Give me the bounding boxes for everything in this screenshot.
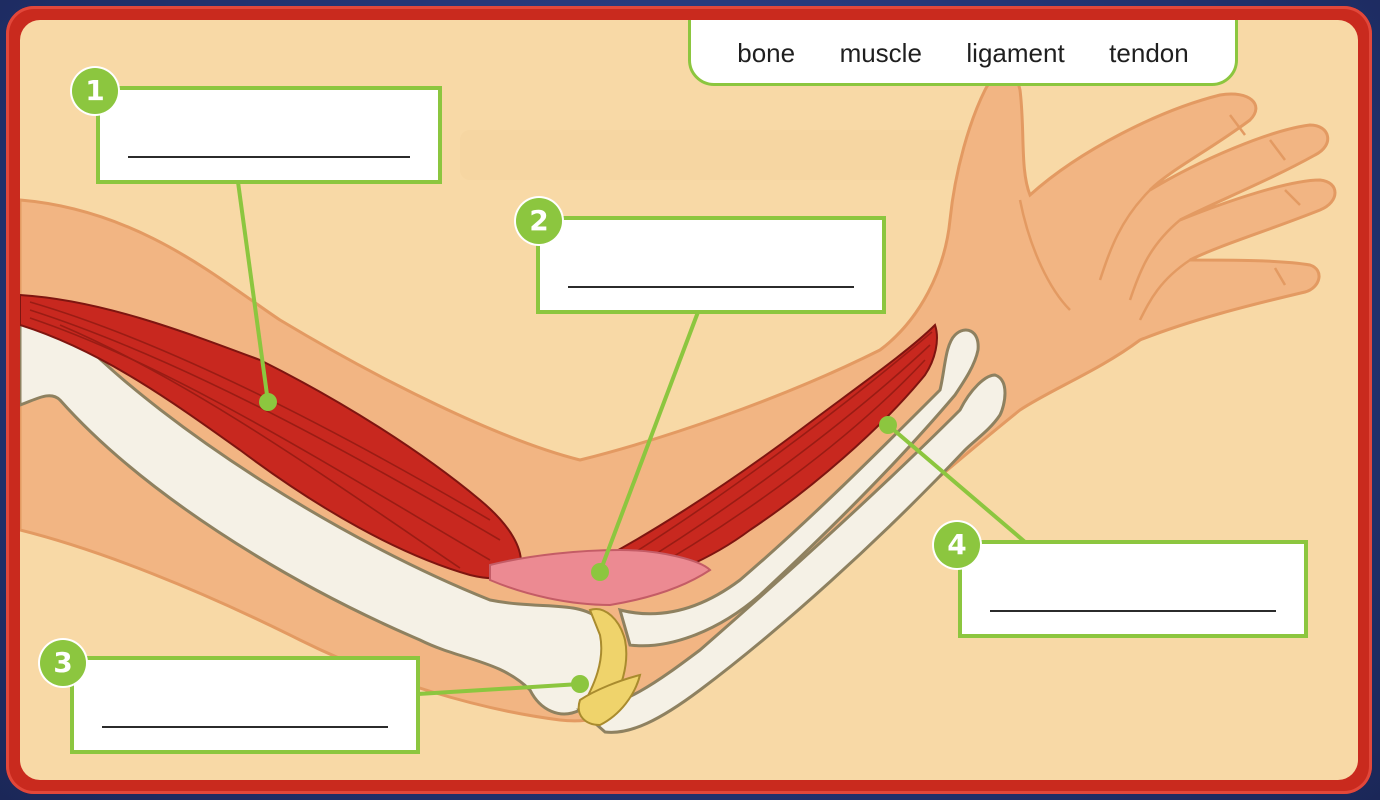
answer-line-2 (568, 286, 854, 288)
answer-box-2[interactable] (536, 216, 886, 314)
answer-box-3[interactable] (70, 656, 420, 754)
diagram-panel: bone muscle ligament tendon 1 2 3 4 (20, 20, 1358, 780)
answer-line-4 (990, 610, 1276, 612)
answer-box-4[interactable] (958, 540, 1308, 638)
word-bank-tendon: tendon (1109, 38, 1189, 69)
label-number-3: 3 (40, 640, 86, 686)
answer-line-3 (102, 726, 388, 728)
word-bank-muscle: muscle (840, 38, 922, 69)
word-bank: bone muscle ligament tendon (688, 20, 1238, 86)
answer-line-1 (128, 156, 410, 158)
label-number-1: 1 (72, 68, 118, 114)
faded-background-text (460, 130, 980, 180)
label-number-2: 2 (516, 198, 562, 244)
answer-box-1[interactable] (96, 86, 442, 184)
label-number-4: 4 (934, 522, 980, 568)
word-bank-ligament: ligament (966, 38, 1064, 69)
word-bank-bone: bone (737, 38, 795, 69)
